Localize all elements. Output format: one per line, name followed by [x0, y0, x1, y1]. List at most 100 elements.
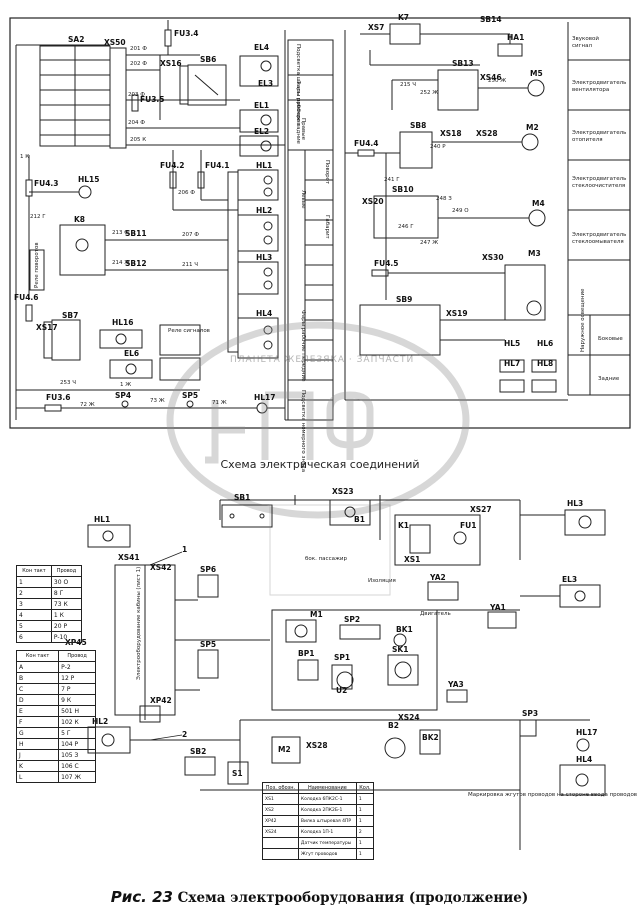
xp42-plug [139, 705, 161, 723]
component-label-xs1: XS1 [404, 555, 420, 564]
sb8-switch [399, 131, 433, 169]
component-label-el3: EL3 [258, 79, 273, 88]
component-label-xs46: XS46 [480, 73, 502, 82]
sp6-sensor [197, 574, 219, 598]
hl6-lamp [531, 359, 557, 373]
component-label-xs27: XS27 [470, 505, 492, 514]
sb13-switch [437, 69, 479, 111]
component-label-sk1: SK1 [392, 645, 408, 654]
hl5-lamp [499, 359, 525, 373]
component-label-sb9: SB9 [396, 295, 412, 304]
u2-unit [336, 671, 354, 689]
xp45-cell: J [15, 749, 60, 761]
wire-mark: 205 К [130, 137, 146, 143]
xs41-cell: 73 К [50, 598, 83, 610]
fu4-3 [25, 179, 33, 197]
m4-motor [528, 209, 546, 227]
component-label-hl3: HL3 [567, 499, 583, 508]
component-label-el3: EL3 [562, 575, 577, 584]
component-label-fu4-2: FU4.2 [160, 161, 185, 170]
component-label-hl2: HL2 [256, 206, 272, 215]
bk1-sensor [393, 633, 407, 647]
component-label-xs23: XS23 [332, 487, 354, 496]
component-label-hl7: HL7 [504, 359, 520, 368]
ya1-valve [487, 611, 517, 629]
wire-mark: 248 З [436, 196, 452, 202]
el6-lamp [109, 359, 153, 379]
hl1-lamp [237, 169, 279, 201]
sp3-sensor [519, 719, 537, 737]
parts-header-pos: Поз. обозн. [262, 782, 299, 794]
wire-mark: 1 К [20, 154, 29, 160]
parts-cell: Колодка 2ПК2Б-1 [297, 804, 357, 816]
component-label-fu4-5: FU4.5 [374, 259, 399, 268]
note-label: Изоляция [368, 578, 396, 584]
m5-motor [527, 79, 545, 97]
parts-cell [262, 848, 299, 860]
component-label-sb8: SB8 [410, 121, 426, 130]
b1-sensor [329, 499, 371, 526]
xp45-cell: 501 Н [58, 705, 96, 717]
xp45-cell: 106 С [58, 760, 96, 772]
component-label-m1: M1 [310, 610, 323, 619]
fu4-6 [25, 304, 33, 322]
xs41-cell: 4 [16, 609, 52, 621]
k1-fu1-block [394, 514, 481, 566]
watermark-text: ПЛАНЕТА ЖЕЛЕЗЯКА · ЗАПЧАСТИ [230, 355, 415, 365]
wire-mark: 253 Ч [60, 380, 76, 386]
xs41-cell: 30 О [50, 576, 83, 588]
parts-cell: XS24 [262, 826, 299, 838]
right-column-label: Звуковой [572, 35, 599, 42]
right-column-label: Электродвигатель [572, 80, 626, 86]
xp45-cell: 5 Г [58, 727, 96, 739]
component-label-sp3: SP3 [522, 709, 538, 718]
component-label-u2: U2 [336, 686, 347, 695]
sp2-sensor [339, 624, 381, 640]
component-label-xs24: XS24 [398, 713, 420, 722]
hl17-lamp-bottom [576, 738, 590, 752]
parts-cell: XP42 [262, 815, 299, 827]
parts-cell: Жгут проводов [297, 848, 357, 860]
component-label-sp2: SP2 [344, 615, 360, 624]
sb9-switch [359, 304, 441, 356]
wire-mark: 250 Ж [488, 78, 506, 84]
wire-mark: 203 Ф [128, 92, 145, 98]
component-label-fu3-6: FU3.6 [46, 393, 71, 402]
component-label-fu4-1: FU4.1 [205, 161, 230, 170]
leader-1: 1 [182, 545, 187, 554]
component-label-bk2: BK2 [422, 733, 439, 742]
component-label-sp5: SP5 [200, 640, 216, 649]
component-label-el2: EL2 [254, 127, 269, 136]
sb10-switch [373, 195, 439, 239]
sp4-sensor [121, 400, 129, 408]
component-label-xs16: XS16 [160, 59, 182, 68]
parts-cell: 1 [355, 793, 375, 805]
wire-mark: 247 Ж [420, 240, 438, 246]
b2-sensor [384, 737, 406, 759]
component-label-xs30: XS30 [482, 253, 504, 262]
wire-mark: 241 Г [384, 177, 400, 183]
middle-column-label: Правые [300, 118, 306, 141]
wire-mark: 240 Р [430, 144, 446, 150]
xs41-cell: 1 [16, 576, 52, 588]
xp45-cell: G [15, 727, 60, 739]
hl2-lamp [237, 214, 279, 252]
hl3-lamp-bottom [564, 509, 606, 536]
right-column-label: стеклоочистителя [572, 183, 625, 189]
component-label-hl15: HL15 [78, 175, 100, 184]
xp45-cell: 12 Р [58, 672, 96, 684]
component-label-xs28: XS28 [476, 129, 498, 138]
el1-lamp [239, 109, 279, 133]
wire-mark: 1 Ж [120, 382, 131, 388]
wire-mark: 215 Ч [400, 82, 416, 88]
